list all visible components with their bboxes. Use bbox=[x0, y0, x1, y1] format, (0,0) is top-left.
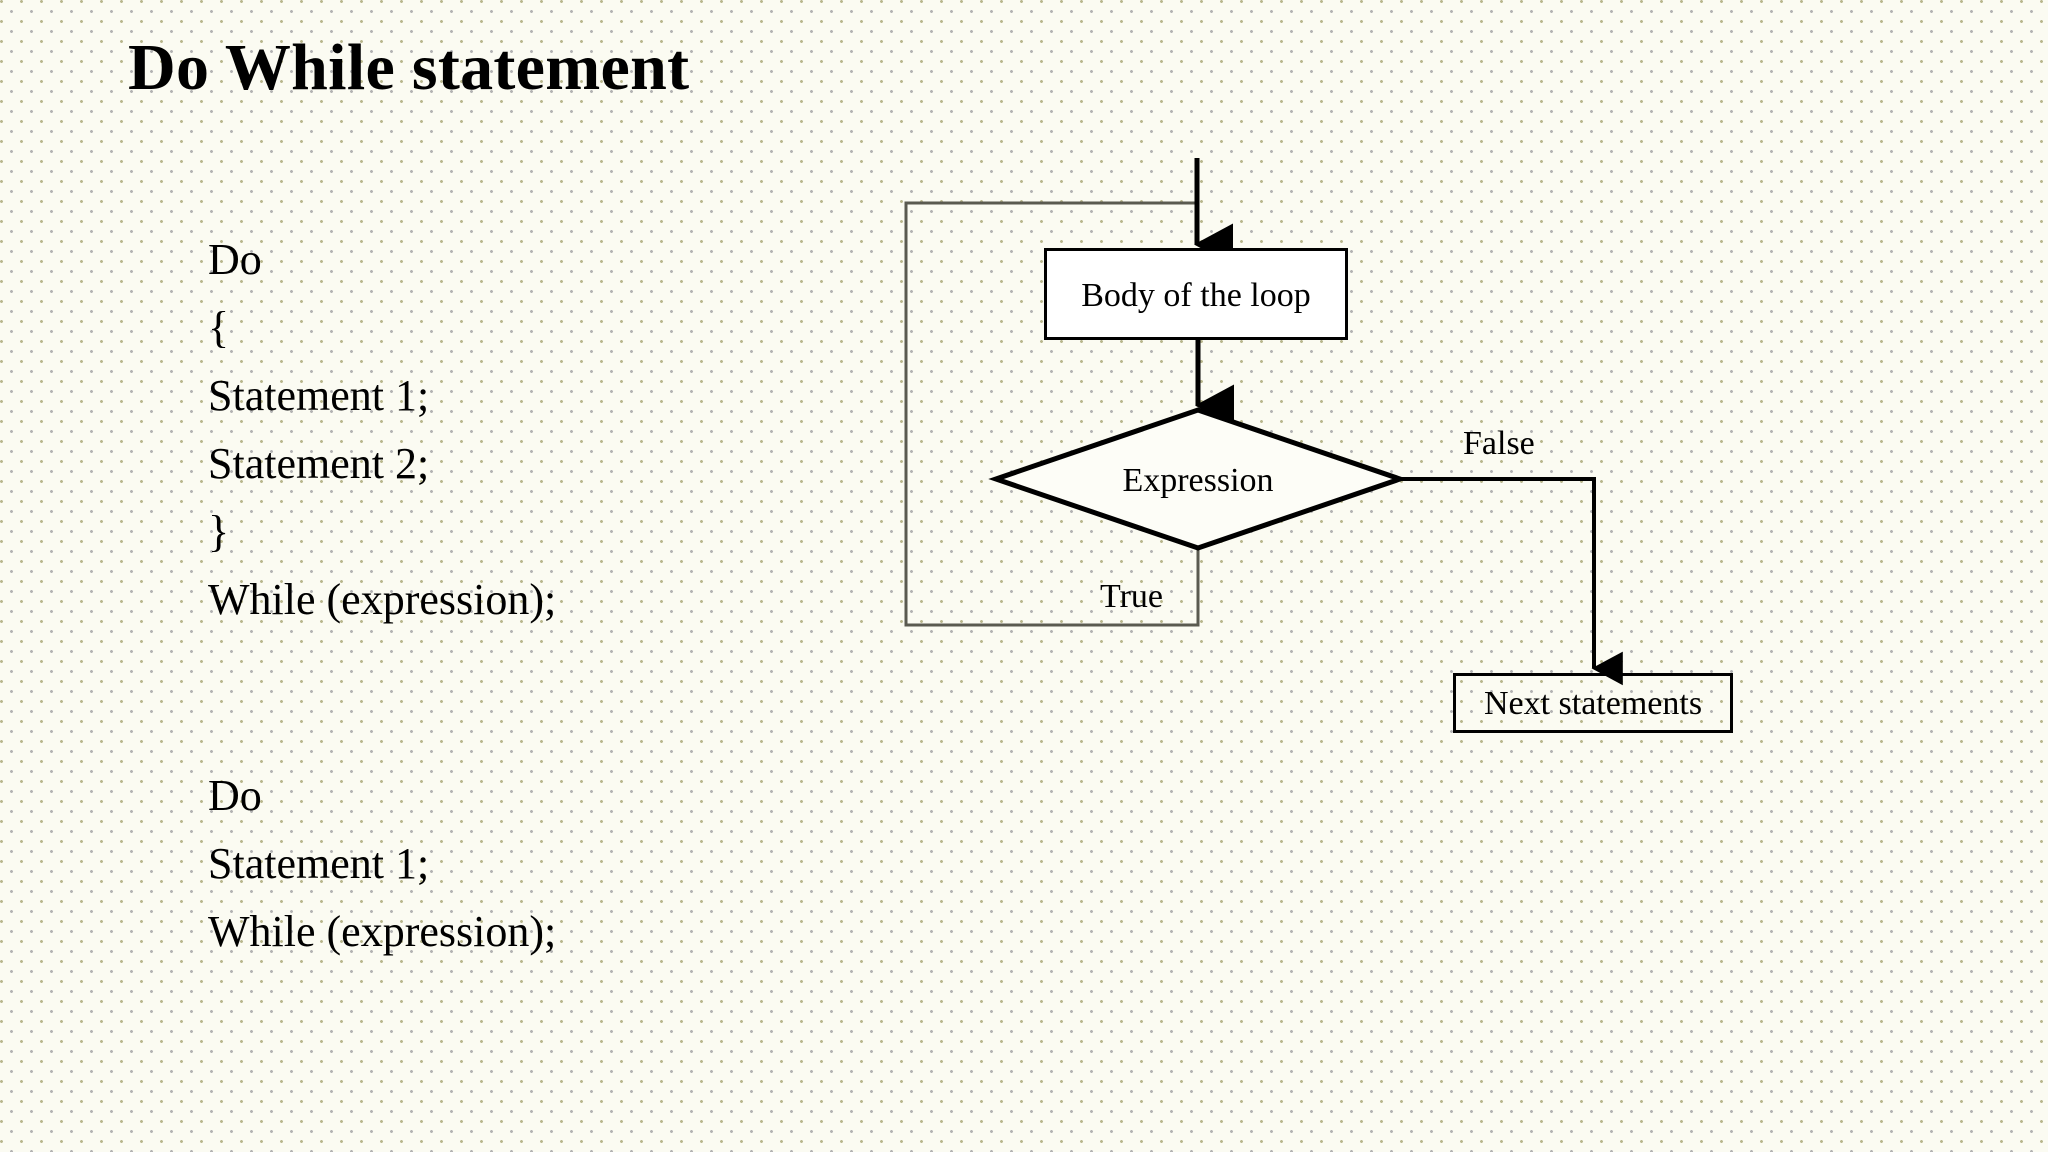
code-line: { bbox=[208, 303, 230, 352]
code-line: Statement 1; bbox=[208, 371, 430, 420]
code-line: Do bbox=[208, 771, 262, 820]
code-block-do-while-single: Do Statement 1; While (expression); bbox=[208, 762, 556, 966]
edge-true-feedback bbox=[904, 201, 1200, 627]
code-line: While (expression); bbox=[208, 907, 557, 956]
flowchart-node-label: Body of the loop bbox=[1081, 277, 1311, 314]
code-line: Statement 1; bbox=[208, 839, 430, 888]
edge-false-branch bbox=[1400, 477, 1623, 686]
code-block-do-while-braces: Do { Statement 1; Statement 2; } While (… bbox=[208, 226, 556, 634]
expression-diamond-shape bbox=[988, 407, 1408, 551]
page-title: Do While statement bbox=[128, 31, 690, 104]
flowchart-node-label: Next statements bbox=[1483, 685, 1703, 722]
code-line: While (expression); bbox=[208, 575, 557, 624]
flowchart-node-label-expression: Expression bbox=[1122, 462, 1274, 499]
flowchart-edge-label-false: False bbox=[1463, 425, 1535, 462]
flowchart-node-next-statements: Next statements bbox=[1453, 673, 1733, 733]
code-line: } bbox=[208, 507, 230, 556]
code-line: Statement 2; bbox=[208, 439, 430, 488]
flowchart-node-body-of-the-loop: Body of the loop bbox=[1044, 248, 1348, 340]
code-line: Do bbox=[208, 235, 262, 284]
flowchart-edge-label-true: True bbox=[1100, 578, 1163, 615]
